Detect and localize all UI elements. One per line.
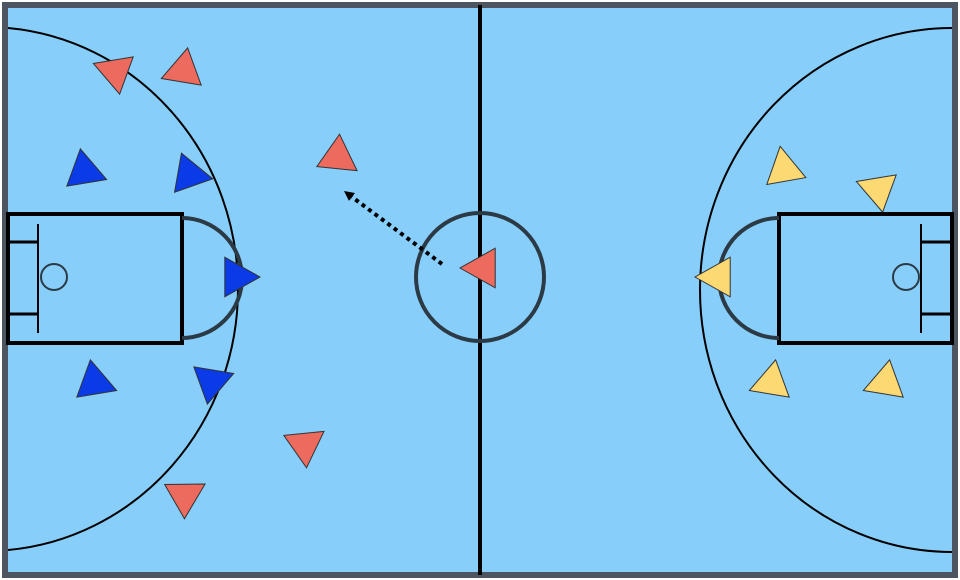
blue-player-marker[interactable] [173, 152, 217, 198]
yellow-player-marker[interactable] [693, 256, 731, 298]
red-player-marker[interactable] [155, 46, 202, 97]
left-hoop [40, 263, 68, 291]
red-player-marker[interactable] [87, 45, 134, 96]
blue-player-marker[interactable] [224, 256, 262, 298]
blue-player-marker[interactable] [66, 147, 114, 198]
yellow-player-marker[interactable] [743, 358, 790, 409]
right-hoop [892, 263, 920, 291]
yellow-player-marker[interactable] [761, 143, 807, 186]
left-key [6, 212, 184, 345]
red-player-marker[interactable] [315, 133, 369, 187]
pass-arrow [343, 191, 444, 266]
yellow-player-marker[interactable] [850, 163, 897, 214]
blue-player-marker[interactable] [193, 355, 241, 406]
red-player-marker[interactable] [458, 247, 496, 289]
center-circle [414, 211, 546, 343]
right-three-point-arc [699, 27, 952, 553]
red-player-marker[interactable] [282, 415, 336, 469]
red-player-marker[interactable] [163, 467, 215, 520]
players-layer [66, 45, 904, 520]
blue-player-marker[interactable] [76, 358, 124, 409]
yellow-player-marker[interactable] [857, 358, 904, 409]
right-key [777, 212, 954, 345]
